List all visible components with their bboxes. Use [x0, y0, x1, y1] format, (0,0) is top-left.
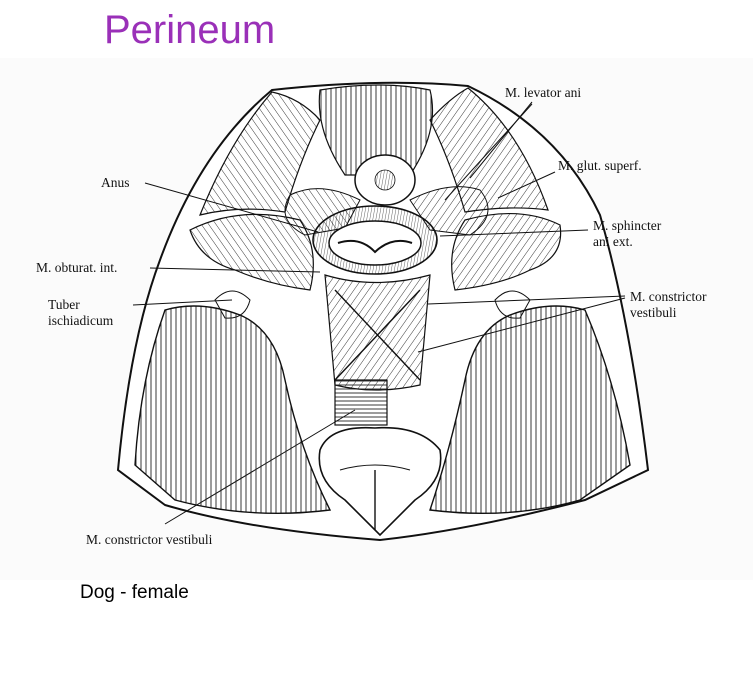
label-obturat-int: M. obturat. int.: [36, 260, 118, 275]
lower-muscle-left: [134, 305, 332, 515]
tail-root: [318, 84, 434, 176]
constrictor-vestibuli-column: [324, 274, 431, 391]
label-constrictor-bottom: M. constrictor vestibuli: [86, 532, 213, 547]
label-levator-ani: M. levator ani: [505, 85, 582, 100]
figure-caption: Dog - female: [80, 582, 189, 603]
constrictor-band: [334, 379, 388, 426]
label-constrictor-right-line2: vestibuli: [630, 305, 677, 320]
label-tuber-line2: ischiadicum: [48, 313, 114, 328]
label-tuber-line1: Tuber: [48, 297, 80, 312]
anus-opening: [328, 220, 422, 266]
vulva: [318, 426, 442, 537]
glut-superf-left: [199, 91, 321, 216]
label-sphincter-line1: M. sphincter: [593, 218, 662, 233]
label-constrictor-right-line1: M. constrictor: [630, 289, 707, 304]
perineum-illustration: [116, 81, 650, 542]
label-sphincter-line2: ani ext.: [593, 234, 633, 249]
label-anus: Anus: [101, 175, 130, 190]
leader-lines: [132, 101, 626, 525]
label-glut-superf: M. glut. superf.: [558, 158, 642, 173]
slide-title: Perineum: [104, 8, 276, 52]
lower-muscle-right: [429, 305, 631, 515]
